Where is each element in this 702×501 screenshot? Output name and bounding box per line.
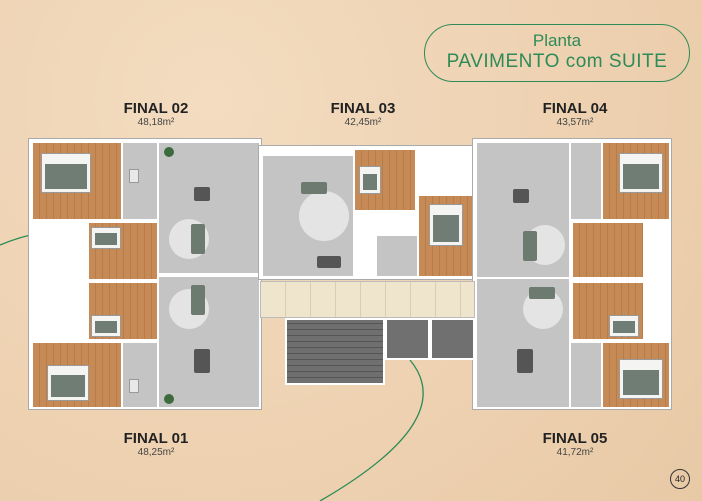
unit-label-final-02: FINAL 02 48,18m² [96, 100, 216, 128]
unit-name: FINAL 04 [542, 100, 608, 117]
bed [429, 204, 463, 246]
bathroom [123, 343, 157, 407]
dining-table [317, 256, 341, 268]
bathroom [377, 236, 417, 276]
toilet [129, 169, 139, 183]
floor-plan-final-04-05 [472, 138, 672, 410]
bathroom [123, 143, 157, 219]
bathroom [571, 343, 601, 407]
floor-plan-final-02-01 [28, 138, 262, 410]
unit-area: 42,45m² [344, 117, 382, 128]
rug [299, 191, 349, 241]
unit-area: 41,72m² [556, 447, 594, 458]
toilet [129, 379, 139, 393]
living-kitchen [159, 143, 259, 273]
bed [619, 153, 663, 193]
unit-label-final-04: FINAL 04 43,57m² [515, 100, 635, 128]
sofa [529, 287, 555, 299]
staircase [285, 318, 385, 385]
bed [47, 365, 89, 401]
plant [164, 147, 174, 157]
floor-plan-final-03 [258, 145, 475, 280]
unit-label-final-05: FINAL 05 41,72m² [515, 430, 635, 458]
plan-title-line1: Planta [532, 31, 582, 50]
plant [164, 394, 174, 404]
unit-name: FINAL 05 [542, 430, 608, 447]
bathroom [571, 143, 601, 219]
bed [41, 153, 91, 193]
common-corridor [260, 281, 475, 318]
dining-table [513, 189, 529, 203]
unit-label-final-01: FINAL 01 48,25m² [96, 430, 216, 458]
dining-table [517, 349, 533, 373]
elevator [385, 318, 430, 360]
unit-name: FINAL 02 [123, 100, 189, 117]
bedroom [573, 223, 643, 277]
unit-name: FINAL 01 [123, 430, 189, 447]
bed [91, 315, 121, 337]
plan-title-box: Planta PAVIMENTO com SUITE [424, 24, 690, 82]
dining-table [194, 349, 210, 373]
unit-area: 48,18m² [137, 117, 175, 128]
unit-label-final-03: FINAL 03 42,45m² [303, 100, 423, 128]
unit-name: FINAL 03 [330, 100, 396, 117]
bed [609, 315, 639, 337]
sofa [301, 182, 327, 194]
bed [619, 359, 663, 399]
sofa [191, 285, 205, 315]
plan-title-line2: PAVIMENTO com SUITE [446, 51, 668, 72]
sofa [191, 224, 205, 254]
bed [359, 166, 381, 194]
dining-table [194, 187, 210, 201]
unit-area: 48,25m² [137, 447, 175, 458]
bed [91, 227, 121, 249]
page-number: 40 [670, 469, 690, 489]
elevator [430, 318, 475, 360]
unit-area: 43,57m² [556, 117, 594, 128]
sofa [523, 231, 537, 261]
